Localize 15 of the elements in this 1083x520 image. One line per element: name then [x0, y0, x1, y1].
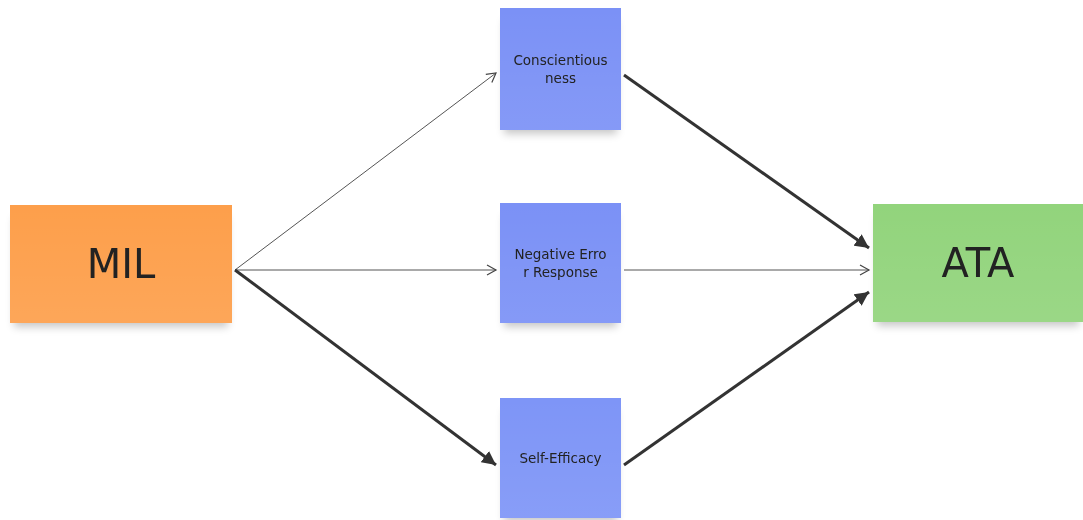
- sticky-note: [500, 8, 621, 130]
- sticky-note: [10, 205, 232, 323]
- sticky-note: [873, 204, 1083, 322]
- arrow: [623, 264, 870, 276]
- sticky-note: [500, 203, 621, 323]
- node-label: ATA: [941, 240, 1015, 286]
- node-label: Conscientiousness: [512, 50, 609, 88]
- arrow: [234, 268, 497, 467]
- arrow: [623, 73, 870, 250]
- node-label: Negative Error Response: [513, 244, 608, 282]
- sticky-note: [500, 398, 621, 518]
- node-label: Self-Efficacy: [518, 448, 603, 468]
- node-label: MIL: [86, 241, 156, 287]
- arrow: [623, 290, 870, 467]
- arrow: [234, 72, 497, 271]
